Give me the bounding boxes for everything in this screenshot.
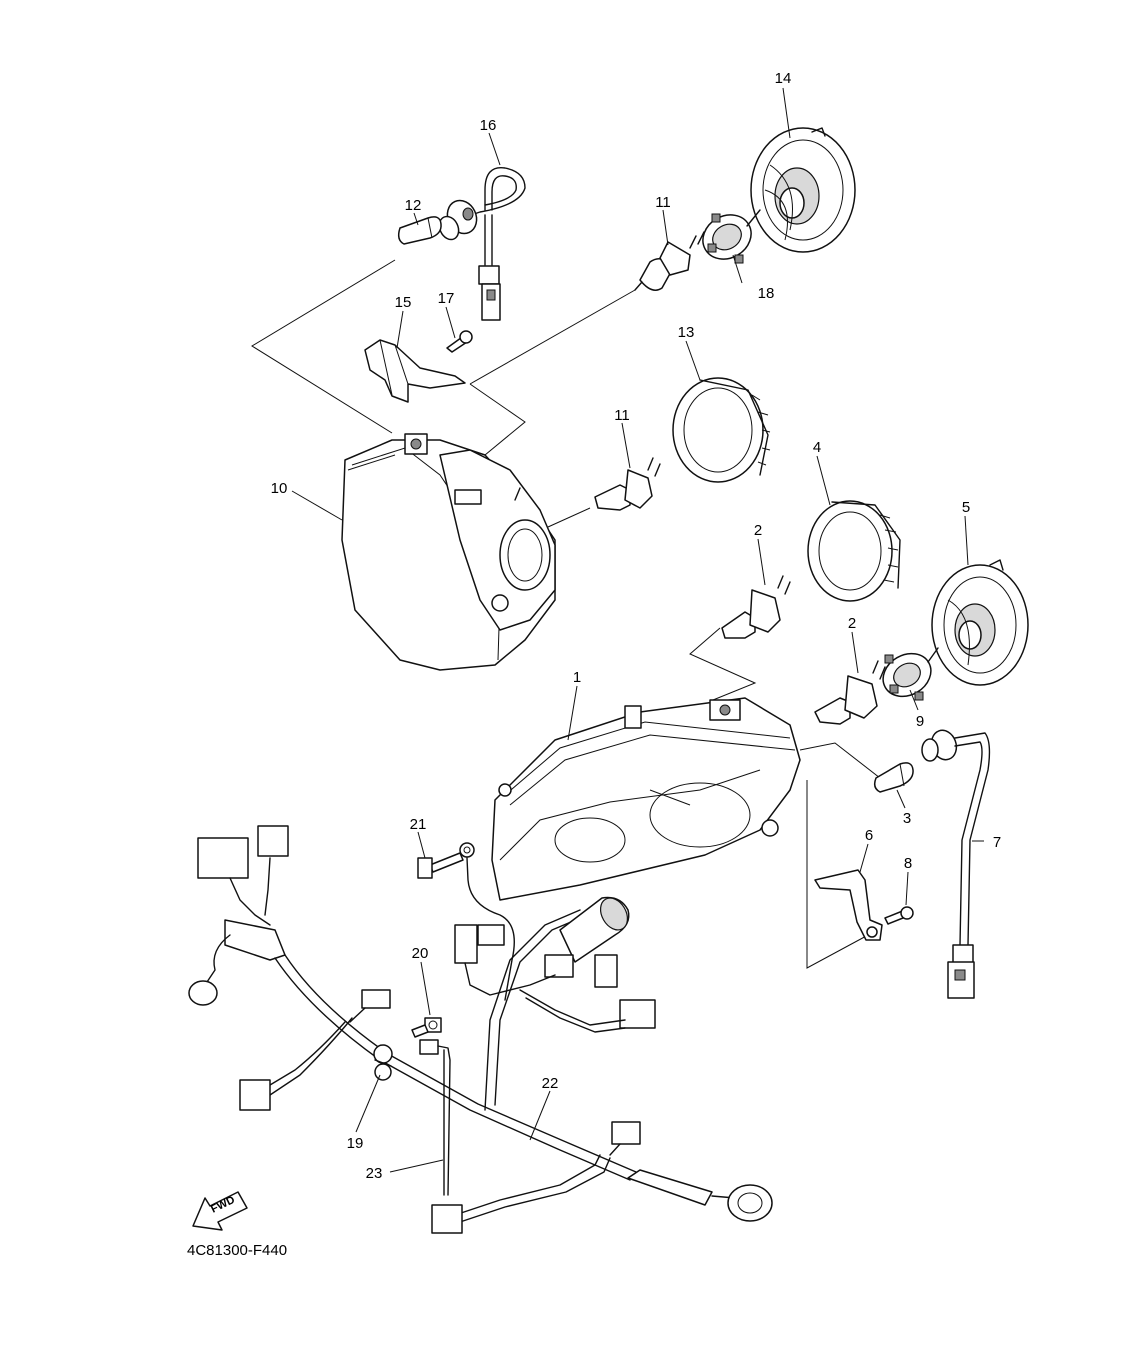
callout-17: 17 <box>438 290 455 307</box>
callout-22: 22 <box>542 1075 559 1092</box>
part-16-lead-wire <box>467 166 526 321</box>
callout-4: 4 <box>813 439 821 456</box>
assembly-guide-lines <box>251 259 881 969</box>
part-12-bulb <box>397 216 442 245</box>
callout-2-lower: 2 <box>848 615 856 632</box>
part-5-cover <box>931 559 1029 686</box>
part-22-wire-harness <box>188 825 773 1234</box>
callout-9: 9 <box>916 713 924 730</box>
part-1-headlight-assembly <box>491 697 801 901</box>
part-18-socket <box>702 209 761 264</box>
callout-labels: 14 16 12 11 18 15 17 13 11 10 4 5 2 2 1 … <box>271 70 1002 1182</box>
part-19-clamp <box>373 1044 393 1081</box>
callout-7: 7 <box>993 834 1001 851</box>
callout-19: 19 <box>347 1135 364 1152</box>
part-10-headlight-unit <box>341 433 556 671</box>
callout-10: 10 <box>271 480 288 497</box>
part-20-bolt <box>411 1017 442 1038</box>
part-3-bulb <box>873 762 914 793</box>
callout-2-upper: 2 <box>754 522 762 539</box>
part-7-lead-wire <box>921 729 991 999</box>
callout-18: 18 <box>758 285 775 302</box>
callout-5: 5 <box>962 499 970 516</box>
callout-11-upper: 11 <box>655 194 671 211</box>
callout-15: 15 <box>395 294 412 311</box>
callout-23: 23 <box>366 1165 383 1182</box>
part-9-socket <box>882 647 939 701</box>
part-17-screw <box>446 330 473 353</box>
callout-11-lower: 11 <box>614 407 630 424</box>
part-4-cover <box>807 500 901 602</box>
callout-6: 6 <box>865 827 873 844</box>
callout-14: 14 <box>775 70 792 87</box>
part-14-cover <box>750 127 856 253</box>
forward-direction-arrow: FWD <box>192 1191 248 1231</box>
part-15-bracket <box>364 339 466 403</box>
callout-20: 20 <box>412 945 429 962</box>
part-23-cable-tie <box>419 1039 451 1196</box>
part-21-bolt <box>417 842 475 879</box>
part-2-bulb-upper <box>721 575 791 639</box>
callout-16: 16 <box>480 117 497 134</box>
part-11-bulb-upper <box>634 231 705 291</box>
callout-leaders <box>291 87 984 1173</box>
callout-1: 1 <box>573 669 581 686</box>
position-lamp-socket <box>438 199 478 241</box>
part-13-cover <box>672 377 771 483</box>
callout-12: 12 <box>405 197 422 214</box>
callout-8: 8 <box>904 855 912 872</box>
part-6-bracket <box>814 869 883 941</box>
part-2-bulb-lower <box>814 660 886 725</box>
callout-13: 13 <box>678 324 695 341</box>
callout-3: 3 <box>903 810 911 827</box>
part-8-screw <box>884 906 914 925</box>
part-11-bulb-lower <box>594 457 661 511</box>
drawing-code: 4C81300-F440 <box>187 1242 287 1259</box>
callout-21: 21 <box>410 816 427 833</box>
